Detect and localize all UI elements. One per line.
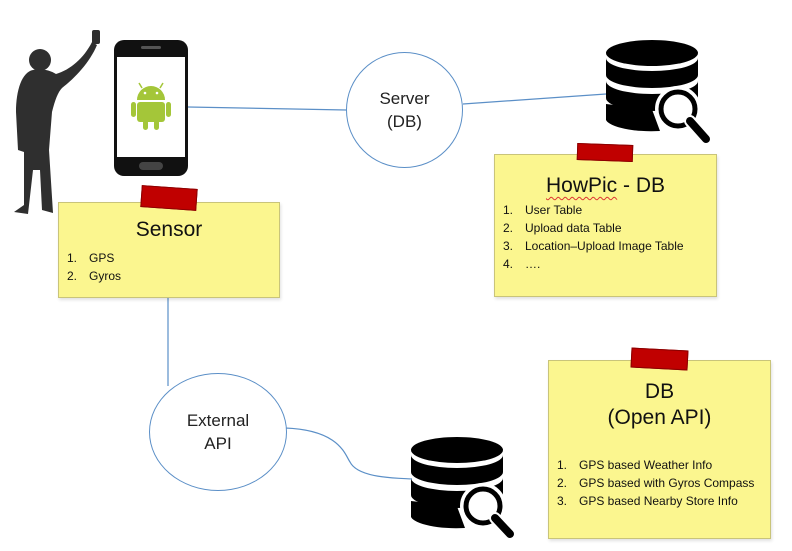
list-item: 1.GPS <box>67 251 115 265</box>
external-api-node-line2: API <box>204 434 232 453</box>
server-node-line2: (DB) <box>387 112 422 131</box>
howpic-db-note-tape <box>576 143 634 162</box>
sensor-note-list: 1.GPS 2.Gyros <box>67 249 279 285</box>
list-item: 3.GPS based Nearby Store Info <box>557 494 738 508</box>
open-api-db-note-title-line2: (Open API) <box>607 406 712 429</box>
server-node-line1: Server <box>379 89 430 108</box>
list-item: 2.Upload data Table <box>503 221 622 235</box>
howpic-db-note-title-word: HowPic <box>545 174 618 197</box>
phone-server-connector <box>187 106 347 111</box>
howpic-db-note: HowPic - DB 1.User Table 2.Upload data T… <box>494 154 717 297</box>
list-item: 3.Location–Upload Image Table <box>503 239 684 253</box>
external-api-node: External API <box>149 373 287 491</box>
howpic-db-note-title: HowPic - DB <box>495 173 716 199</box>
external-api-node-line1: External <box>186 411 250 430</box>
server-howpic-db-connector <box>462 93 607 105</box>
external-api-database-connector <box>284 427 413 480</box>
howpic-db-note-list: 1.User Table 2.Upload data Table 3.Locat… <box>503 201 716 273</box>
list-item: 4.…. <box>503 257 541 271</box>
server-node: Server (DB) <box>346 52 463 168</box>
open-api-db-note: DB (Open API) 1.GPS based Weather Info 2… <box>548 360 771 539</box>
open-api-db-note-tape <box>630 347 689 371</box>
list-item: 2.GPS based with Gyros Compass <box>557 476 755 490</box>
sensor-note-tape <box>140 185 198 211</box>
open-api-db-note-list: 1.GPS based Weather Info 2.GPS based wit… <box>557 456 770 510</box>
list-item: 2.Gyros <box>67 269 122 283</box>
open-api-db-note-title: DB (Open API) <box>549 379 770 431</box>
list-item: 1.GPS based Weather Info <box>557 458 713 472</box>
list-item: 1.User Table <box>503 203 583 217</box>
open-api-db-note-title-line1: DB <box>644 380 675 403</box>
sensor-note: Sensor 1.GPS 2.Gyros <box>58 202 280 298</box>
howpic-db-note-title-rest: - DB <box>617 174 666 197</box>
sensor-note-title: Sensor <box>135 218 203 241</box>
